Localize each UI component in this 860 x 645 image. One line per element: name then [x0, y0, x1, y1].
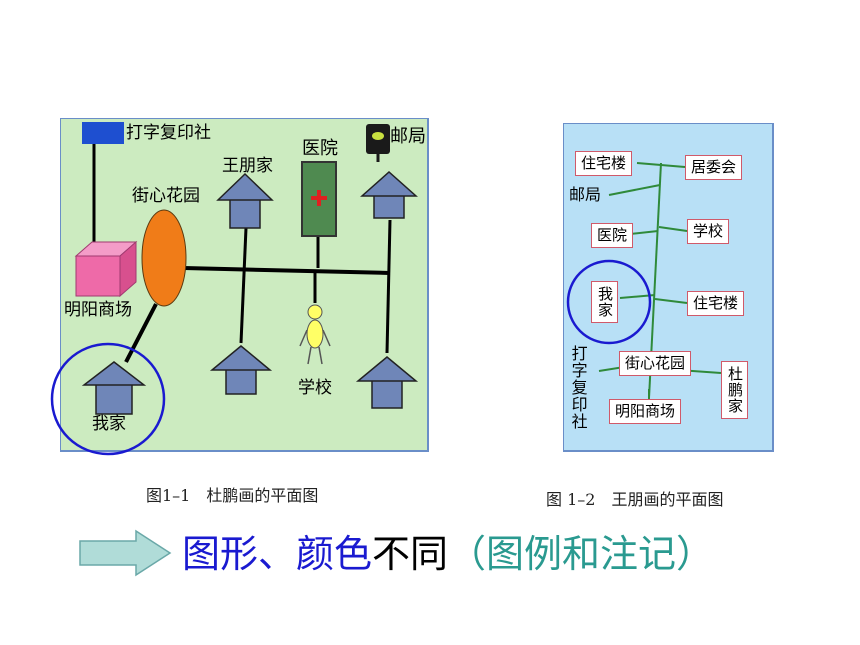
map1-label-wang-home: 王朋家 — [222, 156, 273, 176]
map1-label-garden: 街心花园 — [132, 186, 200, 206]
lower-right-house-icon — [355, 356, 419, 409]
mall-icon — [74, 240, 138, 298]
map1-home-circle — [50, 342, 166, 456]
print-shop-icon — [82, 122, 124, 144]
main-road — [183, 266, 391, 275]
map1-label-my-home: 我家 — [92, 414, 126, 434]
map2-label-committee: 居委会 — [685, 155, 743, 180]
wang-road — [239, 227, 248, 344]
post-road — [385, 219, 392, 354]
home-house-icon — [81, 361, 147, 415]
map2-label-du-home: 杜鹏家 — [721, 361, 748, 419]
school-kid-icon — [299, 304, 331, 365]
map1-label-mall: 明阳商场 — [64, 300, 132, 320]
tagline-part-figures-colors: 图形、颜色 — [182, 532, 373, 576]
map1-label-print-shop: 打字复印社 — [126, 123, 211, 143]
map1-label-post-office: 邮局 — [390, 126, 426, 147]
map1-caption: 图1–1 杜鹏画的平面图 — [146, 486, 319, 505]
map2-label-print-shop: 打字复印社 — [568, 345, 588, 430]
lower-house-icon — [209, 345, 273, 395]
map2-label-my-home: 我家 — [591, 281, 618, 323]
map2-label-residential-2: 住宅楼 — [687, 291, 745, 316]
map1-drawing — [60, 118, 429, 452]
map2-label-hospital: 医院 — [591, 223, 634, 248]
map2-label-residential-1: 住宅楼 — [575, 151, 633, 176]
map1-label-school: 学校 — [298, 378, 332, 398]
map1-label-hospital: 医院 — [302, 138, 338, 159]
map2-label-post-office: 邮局 — [569, 185, 602, 204]
map2-label-garden: 街心花园 — [619, 351, 692, 376]
post-house-icon — [360, 170, 418, 219]
tagline-part-different: 不同 — [372, 532, 449, 576]
right-arrow-icon — [79, 529, 172, 577]
wang-house-icon — [216, 172, 274, 229]
map2-caption: 图 1–2 王朋画的平面图 — [546, 490, 724, 509]
garden-icon — [141, 209, 187, 307]
tagline: 图形、颜色不同（图例和注记） — [182, 535, 714, 573]
tagline-part-legend: （图例和注记） — [448, 532, 715, 576]
map2-home-circle — [566, 259, 652, 345]
map2-label-mall: 明阳商场 — [609, 399, 682, 424]
map2-panel: 住宅楼 居委会 邮局 医院 学校 我家 住宅楼 打字复印社 街心花园 杜鹏家 明… — [563, 123, 775, 453]
home-road — [124, 303, 158, 363]
map2-label-school: 学校 — [687, 219, 730, 244]
map1-panel: 打字复印社 王朋家 医院 邮局 街心花园 明阳商场 学校 我家 — [60, 118, 430, 453]
